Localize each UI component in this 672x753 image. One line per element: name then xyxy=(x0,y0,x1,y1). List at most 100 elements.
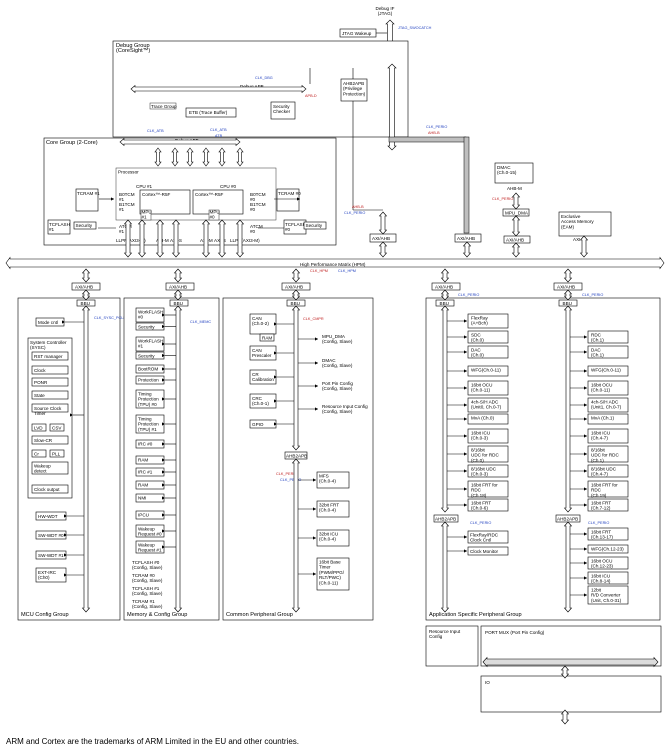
ahb-ap-bridge-bus-2 xyxy=(378,241,388,258)
sysc-state-label: State xyxy=(34,393,45,398)
eam-bus xyxy=(579,235,589,258)
mem-irc0-link-head xyxy=(162,442,165,446)
asp-clock-monitor-link-head xyxy=(464,549,467,553)
asp-l-ocu16-link-head xyxy=(464,386,467,390)
asp-r-wfg_r-box xyxy=(587,365,629,377)
application-peripheral-group-label: Application Specific Peripheral Group xyxy=(429,612,522,618)
debug-core-bus-5 xyxy=(236,147,244,167)
tcflash0-security-box xyxy=(303,221,327,230)
memory-config-group-label: Memory & Config Group xyxy=(127,612,187,618)
apb-d-red-label: APB-D xyxy=(305,94,317,98)
sysc-wakeup-box xyxy=(31,461,69,475)
dmac-label: DMAC(Ch.0-15) xyxy=(497,165,517,175)
clk-perio-mid-signal: CLK_PERIO xyxy=(344,211,365,215)
cpg-dmac: DMAC(Config, Slave) xyxy=(322,358,353,368)
mem-nmi-link-head xyxy=(162,496,165,500)
asp-r-icu_r-link-head xyxy=(584,434,587,438)
core-bus-3 xyxy=(201,219,211,258)
asp-r-rdc-label: RDC(Ch.1) xyxy=(591,333,604,343)
mem-wakeup0-link-head xyxy=(162,529,165,533)
asp-l-dac-box xyxy=(467,345,509,359)
debug-apb-bus xyxy=(130,84,307,94)
core-bus-0 xyxy=(137,219,147,258)
cpg-ahb2apb-label: AHB2APB xyxy=(286,454,307,459)
common-peripheral-group-label: Common Peripheral Group xyxy=(226,612,293,618)
asp-r2-ocu_r2-link-head xyxy=(584,561,587,565)
mcu-bbu-label: BBU xyxy=(81,301,90,306)
sysc-csv-label: CSV xyxy=(52,426,62,431)
asp-r-udc2_r-link-head xyxy=(584,469,587,473)
axi-m1-label: AXI-M xyxy=(156,238,169,243)
hpm-label: High Performance Matrix (HPM) xyxy=(300,262,366,267)
mem-nmi-label: NMI xyxy=(138,496,146,501)
asp-r-wfg_r-label: WFG(Ch.0-11) xyxy=(591,368,621,373)
cpg-frt32-link-head xyxy=(313,507,316,511)
llpp0-label: LLPP(AXI3-M) xyxy=(230,238,260,243)
asp-l-frt_rdc-box xyxy=(467,480,509,498)
asp-r-frt_r-link-head xyxy=(584,503,587,507)
mem-ram0-link-head xyxy=(162,458,165,462)
debug-group-label: Debug Group(CoreSight™) xyxy=(116,43,150,54)
io-block-label: IO xyxy=(485,680,490,685)
dmac-axi-ahb-label: AXI/AHB xyxy=(506,238,524,243)
asp-clock-monitor-label: Clock Monitor xyxy=(470,549,499,554)
mem-ipcu-link-head xyxy=(162,513,165,517)
cpg-clk2-signal: CLK_PERIO xyxy=(280,478,301,482)
asp-r2-wfg_r2-link-head xyxy=(584,547,587,551)
b0tcm1-label: B0TCM#1 xyxy=(119,192,135,202)
asp-l-ocu16-box xyxy=(467,380,509,396)
sysc-clk_out-label: Clock output xyxy=(34,487,60,492)
system-controller-label: System Controller(SYSC) xyxy=(30,340,67,350)
trace-group-box xyxy=(149,102,177,110)
debug-core-bus-2 xyxy=(186,147,194,167)
mem-irc1-label: IRC #1 xyxy=(138,470,153,475)
asp-r2-icu_r2-link-head xyxy=(584,576,587,580)
asp-l-icu16-box xyxy=(467,428,509,444)
asp-r-dac_r-box xyxy=(587,345,629,359)
io-external-bus xyxy=(560,709,570,725)
asp-l-icu16-link-head xyxy=(464,434,467,438)
ahb-b-mid-label: AHB-B xyxy=(352,205,364,209)
asp-r-adc_r-link-head xyxy=(584,403,587,407)
cpg-can-ram-label: RAM xyxy=(262,336,272,341)
tcflash0-security-label: Security xyxy=(306,223,323,228)
tcram1-label: TCRAM #1 xyxy=(77,191,100,196)
asp-l-udc2-box xyxy=(467,464,509,478)
mem-security0-label: Security xyxy=(138,325,155,330)
trademark-footnote: ARM and Cortex are the trademarks of ARM… xyxy=(6,737,300,746)
sysc-clock-box xyxy=(31,365,69,375)
tcflash1-security-label: Security xyxy=(76,223,93,228)
core-debug-bus xyxy=(119,137,241,147)
mem-bootrom-label: BootROM xyxy=(138,367,158,372)
jtag-wakeup-label: JTAG Wakeup xyxy=(342,31,372,36)
cpg-mpu_dma-link-head xyxy=(315,337,318,341)
tcflash0-label: TCFLASH#0 xyxy=(285,222,306,232)
cpg-res_input: Resource Input Config(Config, Slave) xyxy=(322,404,368,414)
mcu-sw_wdt0-label: SW-WDT #0 xyxy=(38,533,64,538)
trace-group-label: Trace Group xyxy=(151,104,177,109)
core-bus-1 xyxy=(155,219,165,258)
dmac-box xyxy=(494,162,534,184)
asp-clk-r: CLK_PERIO xyxy=(582,293,603,297)
mpu-dma-label: MPU_DMA xyxy=(505,211,529,216)
clk-hpm-signal: CLK_HPM xyxy=(338,269,356,273)
sysc-csv-box xyxy=(49,423,65,432)
mem-bbu-box xyxy=(169,299,189,307)
asp-r-rdc-link-head xyxy=(584,335,587,339)
asp-r-ocu_r-link-head xyxy=(584,386,587,390)
mem-timing1-link-head xyxy=(162,422,165,426)
port-mux-bus xyxy=(482,656,659,668)
sysc-cr-box xyxy=(31,449,47,458)
asp-ahb2apb-r-label: AHB2APB xyxy=(557,517,578,522)
asp-r-frt_rdc_r-link-head xyxy=(584,487,587,491)
cpg-icu32-box xyxy=(316,529,350,547)
asp-l-flexray-box xyxy=(467,313,509,329)
asp-bridge-r-label: AXI/AHB xyxy=(557,285,575,290)
mem-workflash0-link-head xyxy=(162,313,165,317)
asp-r2-rtc-link-head xyxy=(584,593,587,597)
